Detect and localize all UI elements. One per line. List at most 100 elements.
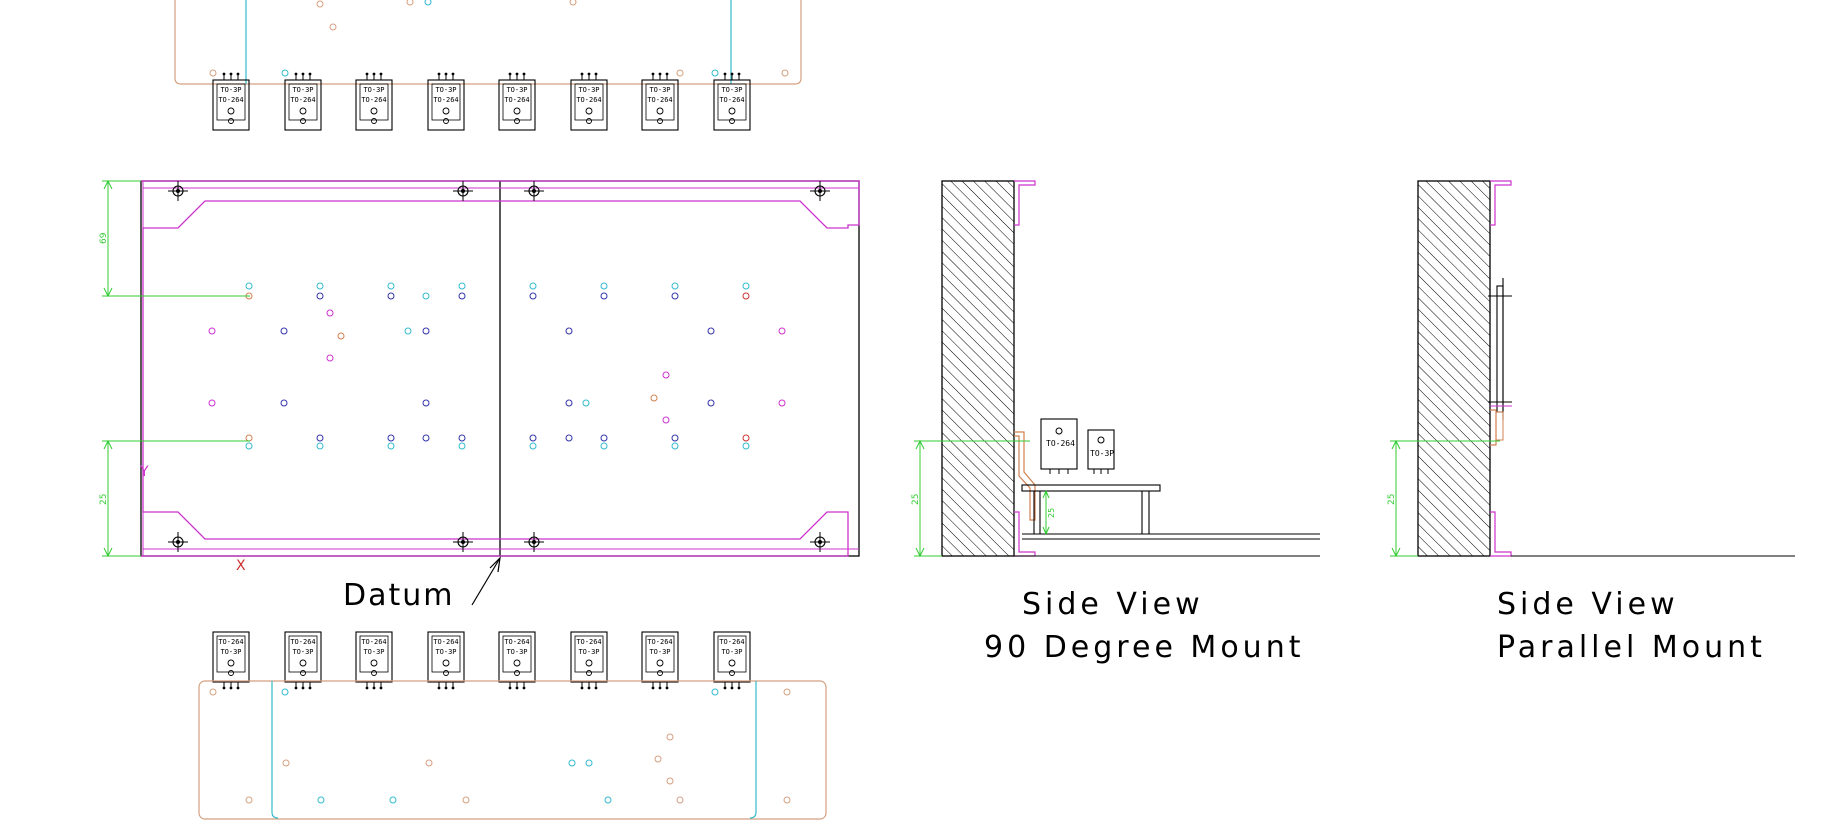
package-label-primary: TO-3P (506, 86, 527, 94)
package-label-primary: TO-264 (719, 638, 744, 646)
component-hole (600, 434, 608, 442)
component-hole (422, 399, 430, 407)
mounting-hole-marker (453, 532, 473, 552)
package-label-primary: TO-264 (647, 638, 672, 646)
component-hole (245, 442, 253, 450)
mounting-hole-marker (810, 181, 830, 201)
package-label-secondary: TO-264 (433, 96, 458, 104)
side90-to3p-label: TO-3P (1090, 449, 1114, 458)
component-hole (707, 399, 715, 407)
parallel-dimension-height (1390, 439, 1500, 558)
package-label-primary: TO-3P (363, 86, 384, 94)
mounting-hole-marker (524, 532, 544, 552)
component-hole (326, 354, 334, 362)
component-hole (280, 399, 288, 407)
component-hole (529, 442, 537, 450)
package-label-primary: TO-264 (218, 638, 243, 646)
component-hole (422, 327, 430, 335)
side-view-parallel-title-line1: Side View (1497, 587, 1679, 622)
plate-dimension-top (102, 179, 250, 298)
component-hole (316, 282, 324, 290)
component-hole (778, 399, 786, 407)
component-hole (458, 282, 466, 290)
component-hole (529, 292, 537, 300)
component-hole (742, 292, 750, 300)
component-hole (245, 282, 253, 290)
package-label-secondary: TO-264 (290, 96, 315, 104)
package-label-secondary: TO-3P (363, 648, 384, 656)
package-label-primary: TO-3P (721, 86, 742, 94)
component-hole (208, 327, 216, 335)
datum-label: Datum (343, 578, 454, 613)
package-label-secondary: TO-264 (504, 96, 529, 104)
package-outline: TO-3P TO-264 (498, 72, 536, 131)
component-hole (422, 292, 430, 300)
side90-dimension-height (914, 439, 1030, 558)
package-label-secondary: TO-3P (435, 648, 456, 656)
component-hole (280, 327, 288, 335)
side-view-parallel-title-line2: Parallel Mount (1497, 630, 1766, 665)
parallel-dimension-height-label: 25 (1387, 494, 1397, 505)
component-hole (316, 434, 324, 442)
component-hole (671, 292, 679, 300)
package-label-secondary: TO-264 (719, 96, 744, 104)
component-hole (582, 399, 590, 407)
component-hole (245, 434, 253, 442)
component-hole (600, 442, 608, 450)
plate-dimension-bottom-label: 25 (99, 494, 109, 505)
plate-dimension-top-label: 69 (99, 232, 109, 244)
bottom-pcb-board (198, 680, 827, 820)
component-hole (458, 292, 466, 300)
component-hole (404, 327, 412, 335)
package-label-secondary: TO-3P (506, 648, 527, 656)
bottom-package-row: TO-264TO-3PTO-264TO-3PTO-264TO-3PTO-264T… (212, 631, 751, 690)
package-label-primary: TO-264 (433, 638, 458, 646)
component-hole (458, 442, 466, 450)
package-label-secondary: TO-3P (578, 648, 599, 656)
component-hole (208, 399, 216, 407)
package-label-primary: TO-3P (649, 86, 670, 94)
component-hole (707, 327, 715, 335)
package-label-primary: TO-3P (292, 86, 313, 94)
package-label-secondary: TO-264 (361, 96, 386, 104)
component-hole (387, 442, 395, 450)
component-hole (671, 442, 679, 450)
package-outline: TO-3P TO-264 (713, 72, 751, 131)
package-label-primary: TO-264 (290, 638, 315, 646)
package-label-primary: TO-3P (435, 86, 456, 94)
side-view-parallel-mount (1417, 180, 1795, 557)
package-label-primary: TO-264 (361, 638, 386, 646)
package-label-secondary: TO-3P (292, 648, 313, 656)
package-label-primary: TO-3P (578, 86, 599, 94)
component-hole (565, 327, 573, 335)
axis-y-label: Y (139, 464, 149, 480)
side-view-90-mount: TO-264 TO-3P (941, 180, 1320, 557)
component-hole (600, 292, 608, 300)
side-view-90-title-line2: 90 Degree Mount (984, 630, 1304, 665)
plate-dimension-bottom (102, 439, 250, 558)
component-hole (662, 371, 670, 379)
component-hole (337, 332, 345, 340)
package-label-secondary: TO-264 (647, 96, 672, 104)
component-hole (671, 282, 679, 290)
top-pcb-board (174, 0, 802, 85)
datum-leader (471, 556, 501, 606)
package-outline: TO-3P TO-264 (641, 72, 679, 131)
package-outline: TO-3P TO-264 (427, 72, 465, 131)
component-hole (650, 394, 658, 402)
mounting-hole-marker (524, 181, 544, 201)
mounting-hole-marker (810, 532, 830, 552)
component-hole (422, 434, 430, 442)
package-label-primary: TO-264 (504, 638, 529, 646)
component-hole (326, 309, 334, 317)
side90-dimension-height-label: 25 (911, 494, 921, 505)
top-package-row: TO-3P TO-264 TO-3P TO-264 TO-3P TO-264 TO-3P TO… (212, 72, 751, 131)
